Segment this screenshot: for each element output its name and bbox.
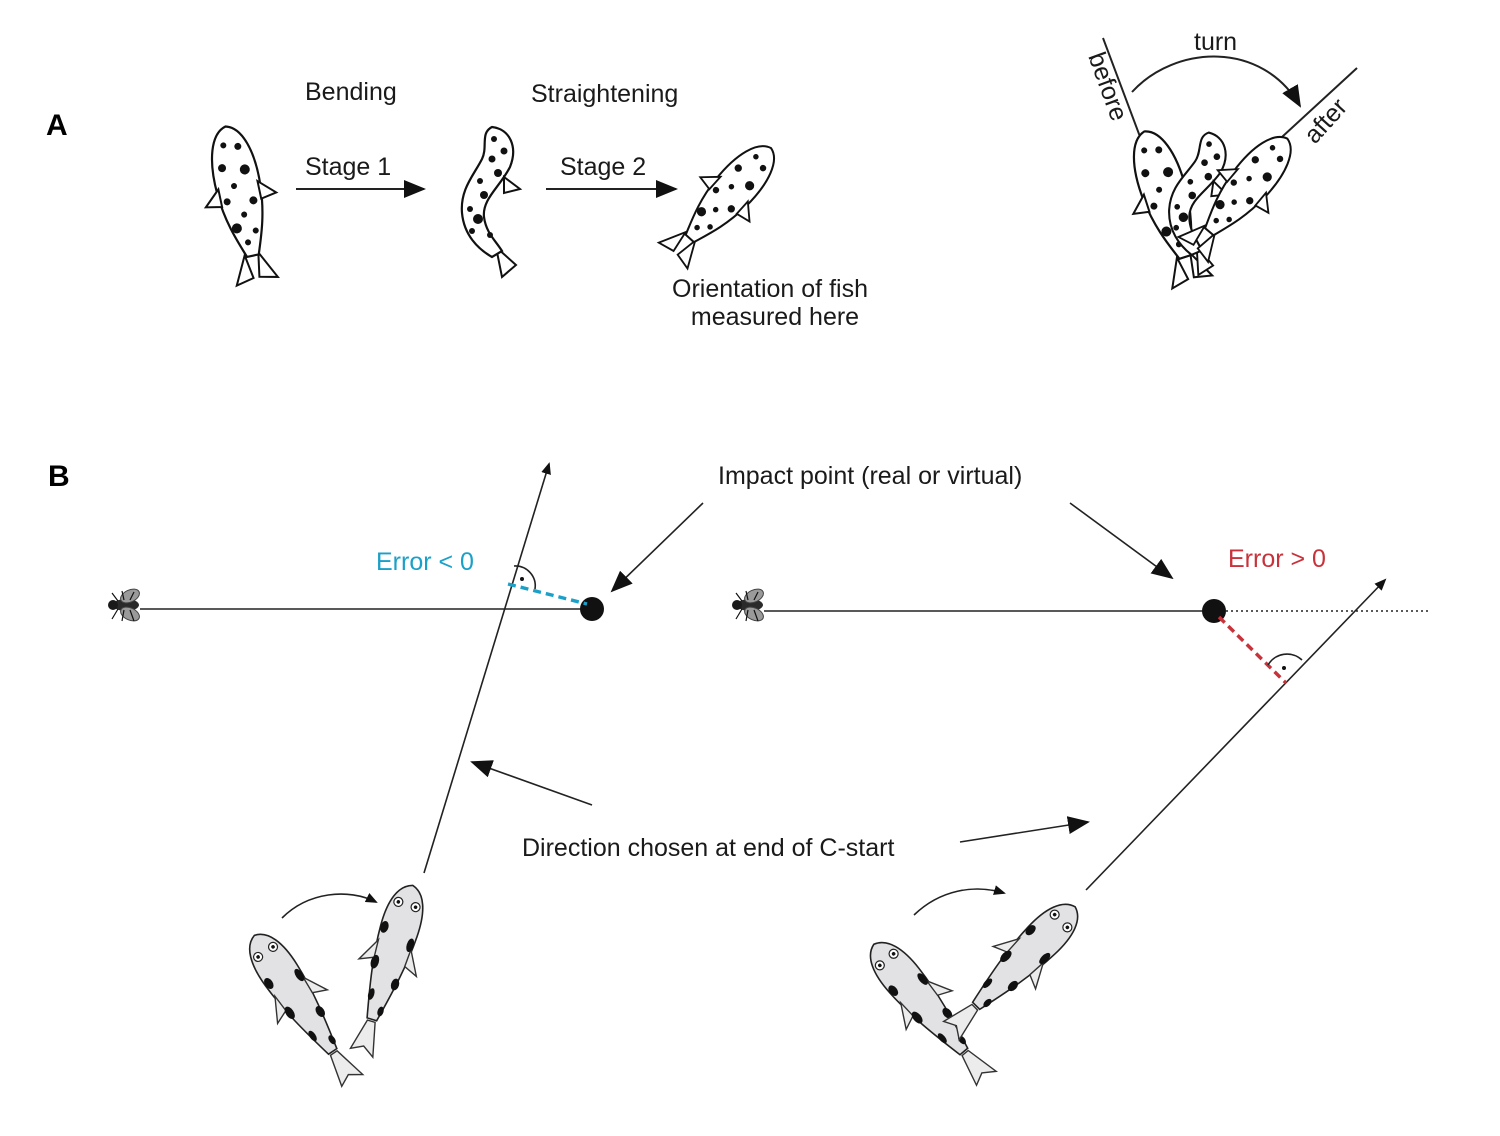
panel-label-a: A	[46, 109, 68, 142]
fish-b-left-start	[228, 917, 379, 1099]
right-angle-right	[1267, 653, 1303, 666]
before-line	[1102, 37, 1146, 151]
turn-diagram: turn before after	[1082, 28, 1358, 294]
turn-arrow	[1131, 55, 1301, 108]
error-line-right	[1217, 615, 1288, 685]
fish-bent	[460, 125, 522, 279]
chosen-direction-left	[423, 462, 551, 874]
stage2-label: Stage 2	[560, 153, 646, 181]
fish-b-left-end	[331, 875, 443, 1064]
impact-point-left	[580, 597, 604, 621]
stage1-label: Stage 1	[305, 153, 391, 181]
direction-chosen-label: Direction chosen at end of C-start	[522, 834, 894, 862]
error-line-left	[507, 582, 588, 606]
before-label: before	[1082, 48, 1133, 124]
fish-initial	[189, 117, 295, 290]
panel-label-b: B	[48, 460, 70, 493]
after-line	[1269, 67, 1358, 149]
fish-b-right-start	[850, 924, 1011, 1100]
right-angle-dot-left	[520, 577, 524, 581]
error-negative-label: Error < 0	[376, 548, 474, 576]
after-label: after	[1299, 93, 1353, 149]
chosen-direction-right	[1085, 578, 1387, 891]
fly-right	[731, 585, 767, 625]
fish-straightened	[648, 124, 797, 280]
impact-pointer-left	[610, 502, 704, 593]
right-angle-dot-right	[1282, 666, 1286, 670]
impact-point-label: Impact point (real or virtual)	[718, 462, 1022, 490]
fly-left	[107, 585, 143, 625]
rotation-arrow-left	[281, 893, 378, 919]
orientation-label-line1: Orientation of fish	[672, 275, 868, 303]
right-angle-left	[513, 565, 537, 590]
impact-pointer-right	[1069, 502, 1174, 580]
direction-pointer-right	[959, 816, 1090, 843]
straightening-label: Straightening	[531, 80, 678, 108]
bending-label: Bending	[305, 78, 397, 106]
orientation-label-line2: measured here	[691, 303, 859, 331]
rotation-arrow-right	[913, 885, 1006, 916]
error-positive-label: Error > 0	[1228, 545, 1326, 573]
turn-label: turn	[1194, 28, 1237, 56]
direction-pointer-left	[470, 760, 593, 806]
